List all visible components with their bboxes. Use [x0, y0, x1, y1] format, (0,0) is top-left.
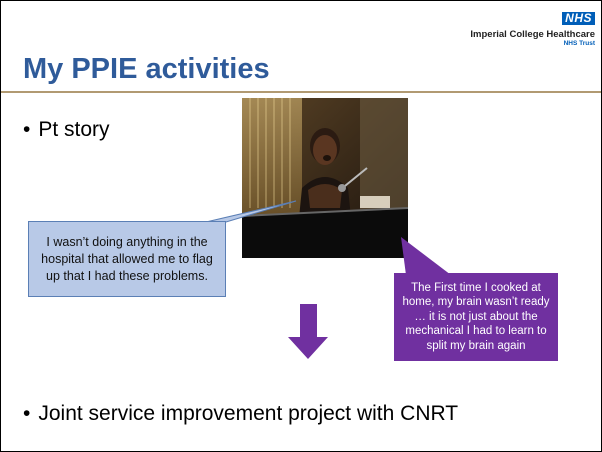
bullet-text: Joint service improvement project with C… [38, 402, 459, 425]
bullet-marker: • [23, 402, 31, 425]
patient-quote-text: I wasn’t doing anything in the hospital … [41, 234, 213, 283]
bullet-item: • Pt story [23, 117, 110, 143]
bullet-item: • Joint service improvement project with … [23, 401, 458, 427]
trust-label: NHS Trust [563, 40, 595, 47]
patient-quote-callout: I wasn’t doing anything in the hospital … [28, 221, 226, 297]
down-arrow-icon [288, 304, 328, 359]
bullet-text: Pt story [38, 118, 110, 141]
performer-photo [242, 98, 408, 258]
purple-callout-tail [401, 237, 451, 275]
bullet-marker: • [23, 118, 31, 141]
nhs-badge: NHS [562, 12, 595, 25]
nhs-logo: NHS Imperial College Healthcare NHS Trus… [470, 9, 595, 48]
slide-title: My PPIE activities [23, 53, 270, 85]
patient-story-callout: The First time I cooked at home, my brai… [394, 273, 558, 361]
organisation-name: Imperial College Healthcare [470, 29, 595, 40]
patient-story-text: The First time I cooked at home, my brai… [402, 281, 550, 352]
performer-photo-art [242, 98, 408, 258]
title-divider [1, 91, 601, 93]
